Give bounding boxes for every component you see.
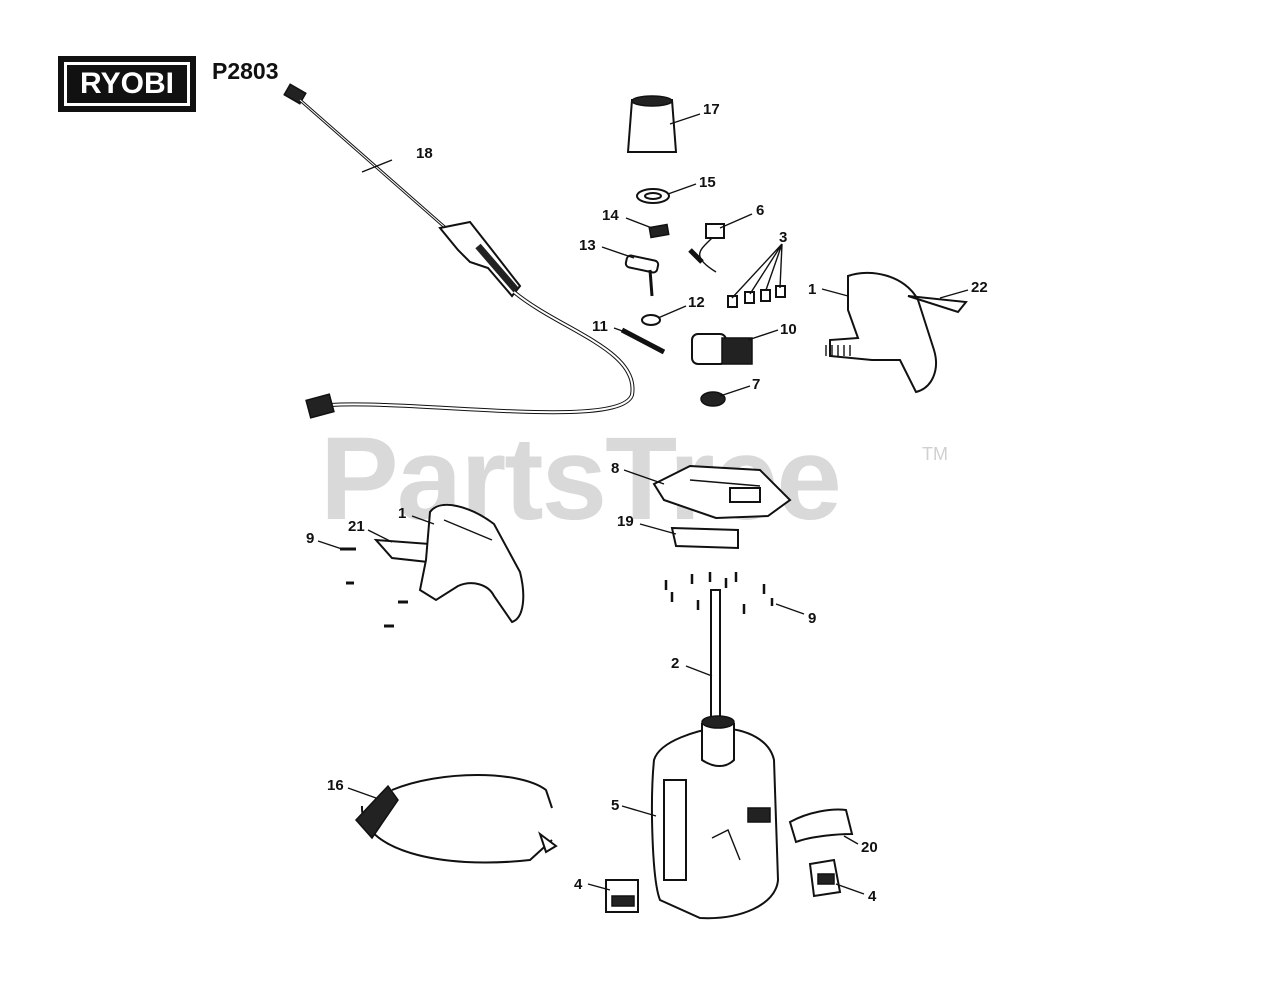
- callout-21: 21: [348, 518, 365, 535]
- label-19[interactable]: [670, 526, 739, 550]
- washer[interactable]: [636, 188, 670, 204]
- callout-22: 22: [971, 279, 988, 296]
- ryobi-logo: RYOBI: [58, 56, 196, 112]
- logo-text: RYOBI: [80, 67, 174, 100]
- callout-15: 15: [699, 174, 716, 191]
- callout-4-left: 4: [574, 876, 583, 893]
- callout-13: 13: [579, 237, 596, 254]
- callout-19: 19: [617, 513, 634, 530]
- callout-5: 5: [611, 797, 619, 814]
- handle-half-right[interactable]: [825, 271, 937, 394]
- clip-right[interactable]: [808, 858, 842, 898]
- callout-4-right: 4: [868, 888, 877, 905]
- callout-17: 17: [703, 101, 720, 118]
- callout-1-left: 1: [398, 505, 406, 522]
- switch-assembly[interactable]: [688, 223, 725, 273]
- tank-cap[interactable]: [626, 95, 678, 153]
- callout-1-right: 1: [808, 281, 816, 298]
- clip-left[interactable]: [605, 879, 639, 913]
- tank[interactable]: [651, 715, 780, 920]
- callout-8: 8: [611, 460, 619, 477]
- callout-11: 11: [592, 318, 608, 335]
- terminals[interactable]: [727, 285, 786, 308]
- o-ring[interactable]: [641, 314, 661, 326]
- label-21[interactable]: [373, 538, 432, 564]
- callout-9-left: 9: [306, 530, 314, 547]
- dip-tube[interactable]: [710, 589, 721, 729]
- base-plate[interactable]: [652, 464, 792, 520]
- part-14[interactable]: [648, 223, 670, 239]
- callout-7: 7: [752, 376, 760, 393]
- strip-20[interactable]: [788, 808, 854, 844]
- screws-right[interactable]: [664, 572, 774, 614]
- callout-labels: 17 15 14 6 13 3 1 22 12 11 10 7 8 19 9 2…: [306, 101, 988, 905]
- trademark-symbol: TM: [922, 444, 948, 464]
- pin[interactable]: [620, 327, 666, 355]
- disk-7[interactable]: [700, 391, 726, 407]
- label-22[interactable]: [907, 295, 968, 314]
- callout-3: 3: [779, 229, 787, 246]
- leader-lines: [317, 113, 969, 895]
- callout-10: 10: [780, 321, 797, 338]
- callout-12: 12: [688, 294, 705, 311]
- fitting-13[interactable]: [624, 254, 660, 297]
- model-number: P2803: [212, 58, 279, 84]
- callout-2: 2: [671, 655, 679, 672]
- spray-wand-assembly[interactable]: [283, 83, 635, 419]
- callout-14: 14: [602, 207, 619, 224]
- callout-18: 18: [416, 145, 433, 162]
- screws-left[interactable]: [340, 547, 408, 628]
- callout-16: 16: [327, 777, 344, 794]
- callout-9-right: 9: [808, 610, 816, 627]
- callout-20: 20: [861, 839, 878, 856]
- shoulder-strap[interactable]: [354, 774, 558, 864]
- handle-half-left[interactable]: [418, 503, 525, 624]
- motor[interactable]: [691, 333, 753, 365]
- callout-6: 6: [756, 202, 764, 219]
